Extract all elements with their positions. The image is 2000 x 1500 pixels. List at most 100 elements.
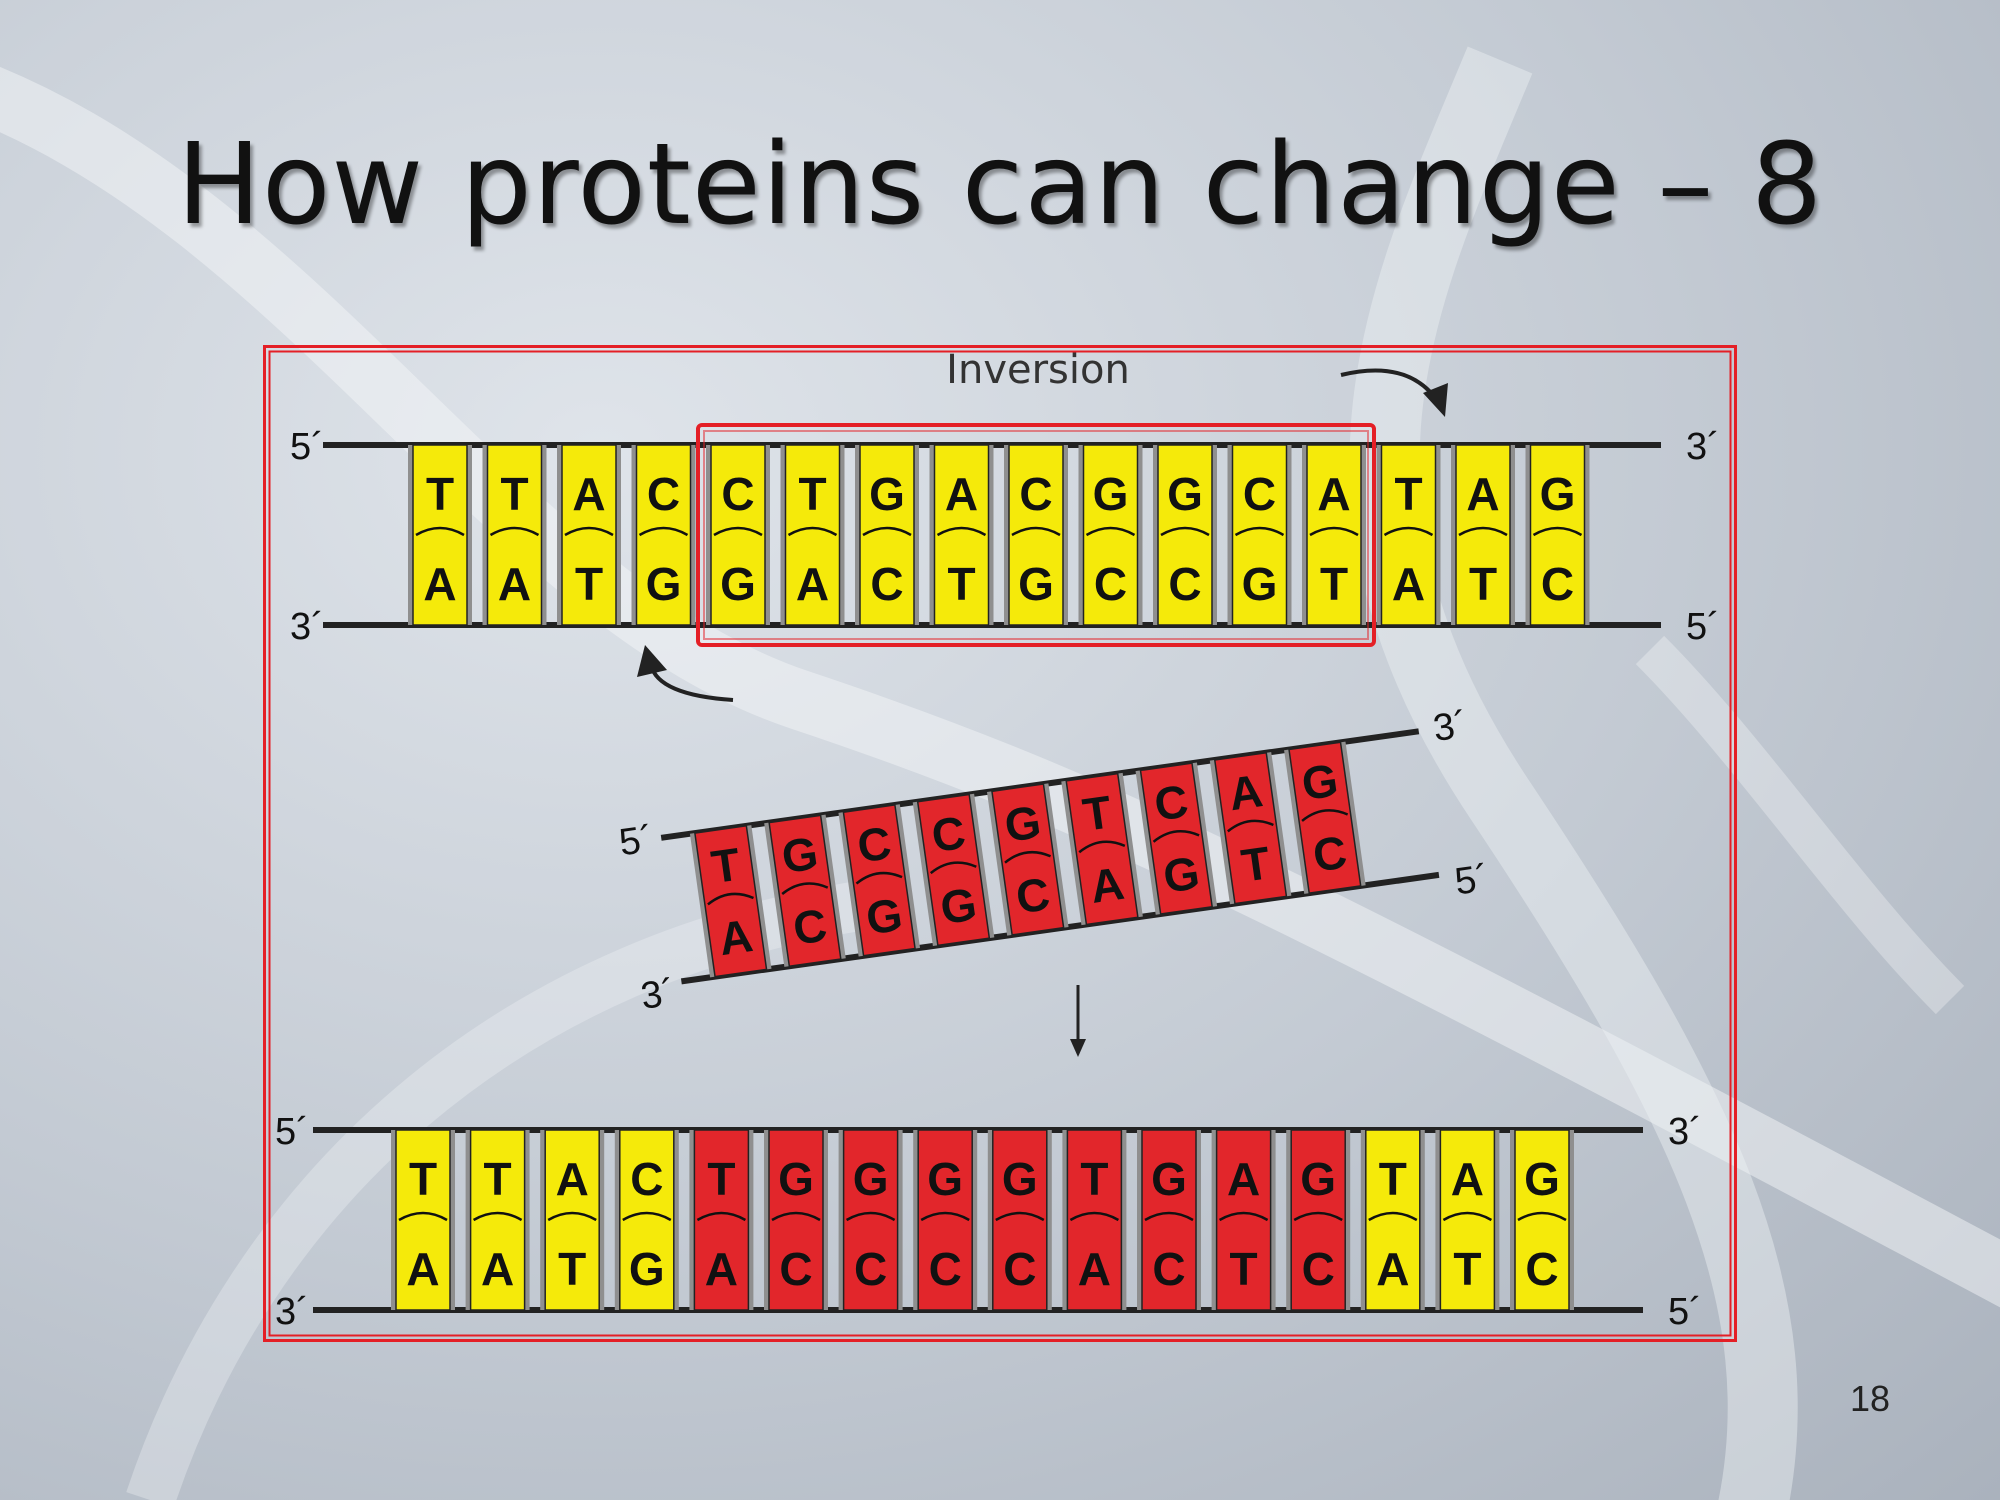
original-pair-5-top-base: C [721, 468, 754, 520]
result-pair-14-bottom-base: A [1376, 1243, 1409, 1295]
original-pair-8: AT [929, 444, 994, 626]
original-pair-15-bottom-base: T [1469, 558, 1497, 610]
result-pair-3-bond [547, 1211, 597, 1222]
result-pair-5-bond [696, 1211, 747, 1222]
result-pair-7: GC [838, 1129, 903, 1311]
inverted-pair-9-bond [1301, 809, 1349, 822]
result-pair-13-bottom-base: C [1302, 1243, 1335, 1295]
result-pair-10-block [1066, 1129, 1123, 1311]
result-pair-5-block [693, 1129, 750, 1311]
result-pair-15-top-base: A [1451, 1153, 1484, 1205]
inverted-pair-6: TA [1061, 772, 1143, 926]
original-pair-11-bottom-base: C [1168, 558, 1201, 610]
original-pair-14-block [1380, 444, 1437, 626]
inverted-pair-8-bond [1227, 819, 1274, 833]
result-pair-9-bond [995, 1211, 1045, 1222]
original-pair-15-bond [1458, 526, 1508, 537]
result-pair-2-block [469, 1129, 526, 1311]
result-pair-10-top-base: T [1080, 1153, 1108, 1205]
result-pair-6-bottom-base: C [779, 1243, 812, 1295]
result-pair-2: TA [465, 1129, 530, 1311]
original-pair-15: AT [1451, 444, 1515, 626]
result-pair-4-bottom-base: G [629, 1243, 665, 1295]
inverted-pair-3-bond [855, 871, 903, 885]
inverted-pair-6-block [1065, 772, 1139, 926]
result-pair-2-bottom-base: A [481, 1243, 514, 1295]
inverted-pair-5-block [991, 783, 1065, 936]
inverted-pair-8: AT [1209, 751, 1292, 905]
result-pair-12-bond [1218, 1211, 1269, 1222]
original-pair-13-bottom-base: T [1320, 558, 1348, 610]
result-pair-11-block [1141, 1129, 1197, 1311]
inverted-five-prime-right: 5´ [1452, 857, 1491, 903]
inverted-pair-8-block [1213, 751, 1288, 905]
original-pair-6-top-base: T [798, 468, 826, 520]
original-pair-7-top-base: G [869, 468, 905, 520]
original-five-prime-top: 5´ [290, 426, 324, 468]
original-pair-8-bond [936, 526, 987, 537]
inverted-segment-highlight [696, 423, 1376, 647]
original-pair-5: CG [706, 444, 770, 626]
original-pair-5-bond [713, 526, 763, 537]
inverted-pair-1-bottom-base: A [716, 909, 756, 965]
result-pair-16: GC [1510, 1129, 1574, 1311]
result-pair-11-bottom-base: C [1152, 1243, 1185, 1295]
inverted-pair-9-top-base: G [1298, 754, 1341, 810]
rotation-arrowhead-top [1423, 383, 1448, 417]
original-pair-9-bottom-base: G [1018, 558, 1054, 610]
inverted-pair-6-bond [1078, 840, 1126, 854]
original-pair-7-bottom-base: C [870, 558, 903, 610]
result-pair-10-bottom-base: A [1078, 1243, 1111, 1295]
result-pair-11-bond [1144, 1211, 1194, 1222]
result-pair-1-bottom-base: A [406, 1243, 439, 1295]
result-pair-2-bond [472, 1211, 523, 1222]
original-pair-4-block [635, 444, 692, 626]
original-pair-9-block [1008, 444, 1064, 626]
original-pair-12-top-base: C [1243, 468, 1276, 520]
result-pair-8-top-base: G [927, 1153, 963, 1205]
result-pair-1: TA [391, 1129, 455, 1311]
original-pair-10: GC [1078, 444, 1143, 626]
original-pair-10-block [1082, 444, 1139, 626]
result-pair-14-block [1365, 1129, 1421, 1311]
original-pair-16-top-base: G [1540, 468, 1576, 520]
original-pair-2-block [486, 444, 543, 626]
original-pair-7: GC [855, 444, 919, 626]
inverted-pair-9-bottom-base: C [1310, 826, 1350, 882]
original-pair-3: AT [557, 444, 621, 626]
original-pair-4-bottom-base: G [646, 558, 682, 610]
result-pair-13-top-base: G [1300, 1153, 1336, 1205]
original-pair-13-bond [1309, 526, 1359, 537]
result-pair-8-bottom-base: C [929, 1243, 962, 1295]
result-pair-8-block [917, 1129, 973, 1311]
original-pair-3-top-base: A [572, 468, 605, 520]
inverted-pair-4-bottom-base: G [937, 878, 980, 934]
inverted-pair-6-bottom-base: A [1087, 857, 1127, 913]
result-pair-16-bottom-base: C [1525, 1243, 1558, 1295]
original-three-prime-bottom: 3´ [290, 606, 324, 648]
original-pair-6-bond [787, 526, 838, 537]
original-pair-8-top-base: A [945, 468, 978, 520]
result-pair-9: GC [987, 1129, 1052, 1311]
inverted-pair-5-top-base: G [1001, 795, 1044, 851]
inverted-pair-8-top-base: A [1225, 764, 1265, 820]
result-pair-3: AT [540, 1129, 605, 1311]
inverted-pair-4-top-base: C [928, 806, 968, 862]
original-pair-10-bond [1085, 526, 1136, 537]
result-pair-4: CG [614, 1129, 679, 1311]
result-pair-4-bond [622, 1211, 672, 1222]
result-pair-6-block [768, 1129, 824, 1311]
original-pair-6-bottom-base: A [796, 558, 829, 610]
result-pair-1-top-base: T [409, 1153, 437, 1205]
result-pair-1-block [395, 1129, 451, 1311]
result-pair-14-top-base: T [1379, 1153, 1407, 1205]
original-pair-1-bond [415, 526, 465, 537]
result-pair-4-top-base: C [630, 1153, 663, 1205]
original-pair-1-block [412, 444, 468, 626]
original-pair-15-block [1455, 444, 1511, 626]
result-pair-6-bond [771, 1211, 821, 1222]
result-pair-5-bottom-base: A [705, 1243, 738, 1295]
original-pair-15-top-base: A [1466, 468, 1499, 520]
inverted-pair-3-top-base: C [854, 816, 894, 872]
